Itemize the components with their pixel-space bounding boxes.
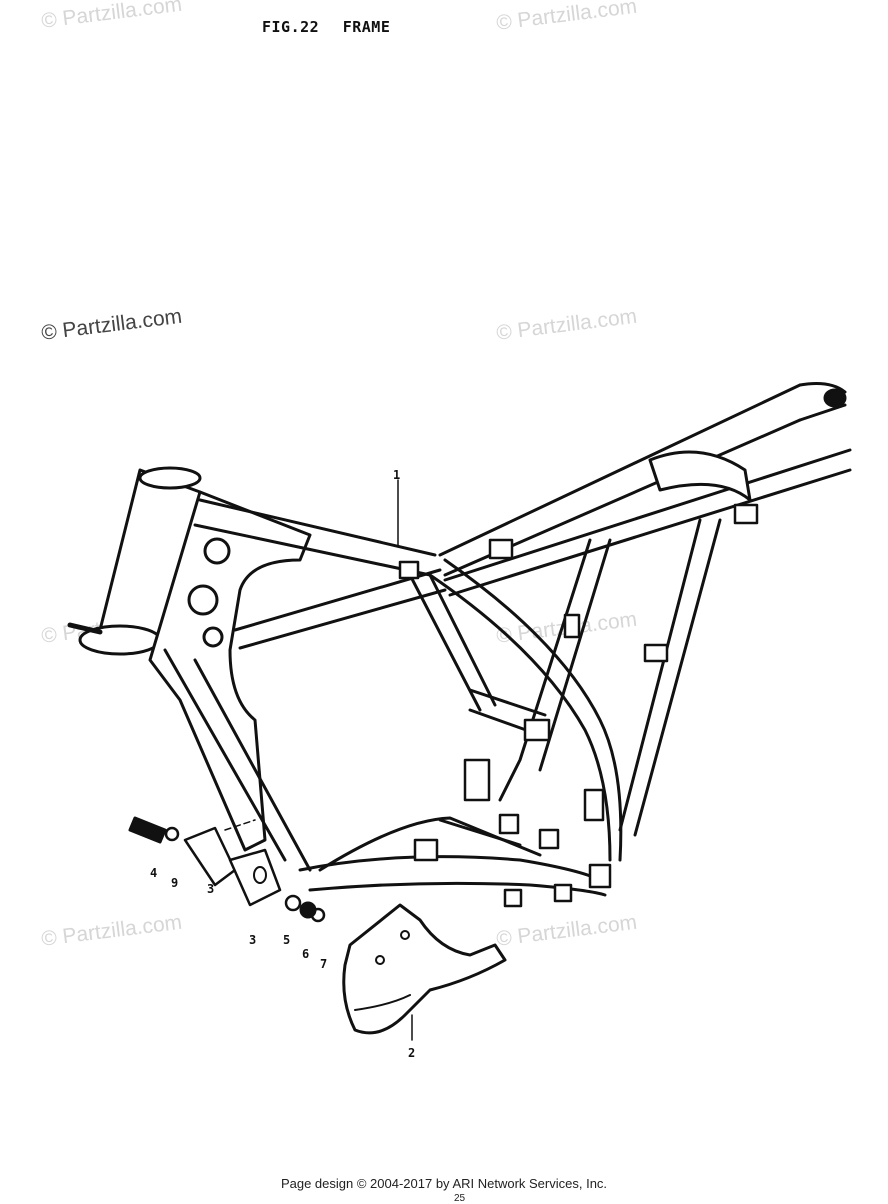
lower-cradle bbox=[298, 816, 607, 897]
callout-label: 5 bbox=[283, 933, 291, 947]
cross-band bbox=[648, 450, 752, 502]
callout-label: 9 bbox=[171, 876, 179, 890]
bracket-hole bbox=[253, 866, 267, 884]
nut bbox=[310, 907, 326, 923]
mounting-tabs bbox=[398, 503, 759, 908]
page-footer: Page design © 2004-2017 by ARI Network S… bbox=[280, 1176, 608, 1191]
figure-name: FRAME bbox=[342, 18, 391, 36]
gusset-hole bbox=[203, 537, 231, 565]
callout-label: 3 bbox=[249, 933, 257, 947]
washer bbox=[164, 826, 180, 842]
callout-label: 6 bbox=[302, 947, 310, 961]
figure-title: FIG.22 FRAME bbox=[262, 18, 404, 36]
leader-line bbox=[224, 819, 256, 831]
skid-plate-hole bbox=[400, 930, 410, 940]
rear-rail bbox=[438, 382, 852, 597]
gusset-hole bbox=[187, 584, 219, 616]
figure-number: FIG.22 bbox=[262, 18, 320, 36]
callout-label: 2 bbox=[408, 1046, 416, 1060]
skid-plate bbox=[342, 903, 507, 1035]
skid-plate-hole bbox=[375, 955, 385, 965]
washer bbox=[284, 894, 302, 912]
gusset-plate bbox=[148, 490, 312, 852]
callout-label: 1 bbox=[393, 468, 401, 482]
skid-plate-edge bbox=[354, 994, 411, 1011]
callout-label: 4 bbox=[150, 866, 158, 880]
down-tube bbox=[163, 648, 312, 872]
bolt bbox=[128, 816, 167, 844]
rear-stays bbox=[498, 518, 722, 837]
engine-bracket bbox=[183, 826, 237, 887]
page-number: 25 bbox=[454, 1193, 466, 1204]
callout-label: 7 bbox=[320, 957, 328, 971]
gusset-hole bbox=[202, 626, 224, 648]
callout-label: 3 bbox=[207, 882, 215, 896]
top-tube bbox=[193, 498, 437, 577]
head-brace bbox=[233, 568, 447, 650]
